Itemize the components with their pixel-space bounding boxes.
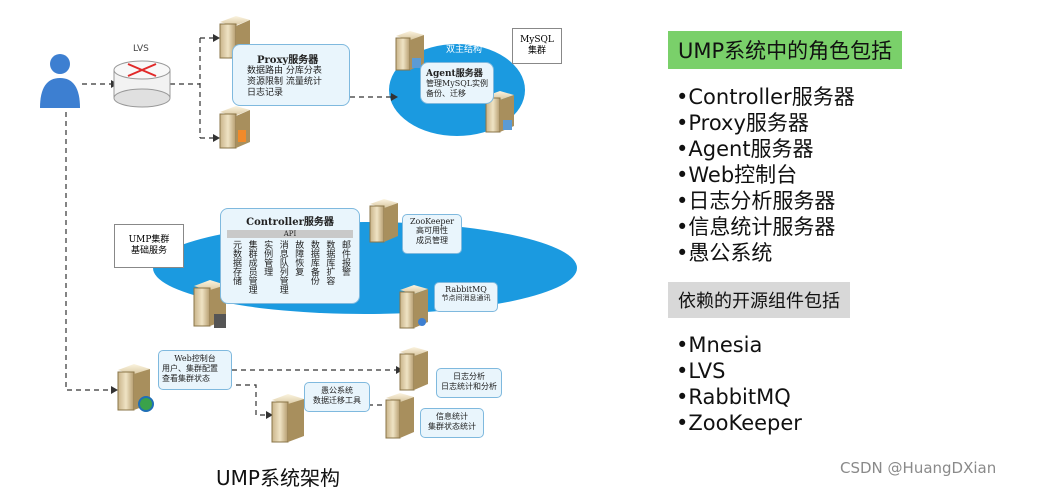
mysql-line-2: 集群	[527, 46, 546, 56]
yugong-system-box: 愚公系统 数据迁移工具	[304, 382, 370, 412]
zookeeper-box: ZooKeeper 高可用性 成员管理	[402, 214, 462, 254]
proxy-server-box: Proxy服务器 数据路由 分库分表 资源限制 流量统计 日志记录	[232, 44, 350, 106]
dep-item-lvs: LVS	[676, 358, 802, 384]
mysql-line-1: MySQL	[520, 35, 554, 45]
stats-line-1: 集群状态统计	[428, 422, 476, 431]
controller-col-1: 元数据存储	[231, 240, 241, 285]
user-icon	[40, 54, 80, 108]
log-line-1: 日志统计和分析	[441, 382, 497, 391]
log-analysis-box: 日志分析 日志统计和分析	[436, 368, 502, 398]
controller-col-5: 故障恢复	[293, 240, 304, 276]
role-item-web: Web控制台	[676, 162, 855, 188]
controller-col-2: 集群成员管理	[246, 240, 257, 294]
web-console-box: Web控制台 用户、集群配置 查看集群状态	[158, 350, 232, 390]
zookeeper-line-2: 成员管理	[416, 236, 448, 245]
web-line-1: 用户、集群配置	[162, 364, 218, 373]
server-icon-web	[117, 364, 154, 412]
server-icon-zookeeper	[369, 199, 398, 243]
role-item-proxy: Proxy服务器	[676, 110, 855, 136]
rabbitmq-line-1: 节点间消息通讯	[441, 294, 491, 302]
controller-col-3: 实例管理	[262, 240, 273, 276]
router-icon	[113, 60, 171, 108]
server-icon-log	[399, 347, 428, 391]
role-item-stats: 信息统计服务器	[676, 214, 855, 240]
proxy-title: Proxy服务器	[257, 55, 319, 66]
watermark: CSDN @HuangDXian	[840, 459, 997, 477]
zookeeper-title: ZooKeeper	[409, 217, 455, 226]
yugong-line-1: 数据迁移工具	[313, 396, 361, 405]
controller-server-box: Controller服务器 API 元数据存储 集群成员管理 实例管理 消息队列…	[220, 208, 360, 304]
controller-title: Controller服务器	[246, 217, 334, 228]
roles-heading: UMP系统中的角色包括	[668, 31, 903, 69]
agent-line-2: 备份、迁移	[426, 89, 466, 98]
agent-line-1: 管理MySQL实例	[426, 79, 489, 88]
controller-col-6: 数据库备份	[308, 240, 319, 285]
rabbitmq-title: RabbitMQ	[445, 285, 487, 294]
log-title: 日志分析	[453, 372, 485, 381]
agent-title: Agent服务器	[426, 69, 483, 79]
server-icon-rabbitmq	[399, 285, 428, 329]
server-icon-agent-2	[485, 91, 514, 133]
diagram-caption: UMP系统架构	[216, 466, 340, 490]
role-item-yugong: 愚公系统	[676, 240, 855, 266]
proxy-line-3: 日志记录	[247, 88, 284, 98]
cluster-line-1: UMP集群	[128, 235, 170, 245]
role-item-log: 日志分析服务器	[676, 188, 855, 214]
dep-item-mnesia: Mnesia	[676, 332, 802, 358]
stats-title: 信息统计	[436, 412, 468, 421]
controller-col-8: 邮件报警	[339, 240, 350, 276]
dep-item-zookeeper: ZooKeeper	[676, 410, 802, 436]
zookeeper-line-1: 高可用性	[416, 226, 448, 235]
server-icon-stats	[385, 393, 414, 439]
controller-col-4: 消息队列管理	[277, 240, 288, 294]
role-item-controller: Controller服务器	[676, 84, 854, 110]
info-stats-box: 信息统计 集群状态统计	[420, 408, 484, 438]
ump-cluster-box: UMP集群 基础服务	[114, 224, 184, 268]
mysql-cluster-box: MySQL 集群	[512, 28, 562, 64]
role-item-agent: Agent服务器	[676, 136, 855, 162]
controller-col-7: 数据库扩容	[324, 240, 335, 285]
controller-columns: 元数据存储 集群成员管理 实例管理 消息队列管理 故障恢复 数据库备份 数据库扩…	[227, 240, 353, 294]
controller-api-bar: API	[227, 230, 353, 238]
server-icon-yugong	[271, 394, 304, 443]
server-icon-proxy-2	[219, 106, 250, 149]
proxy-line-2: 资源限制 流量统计	[247, 77, 322, 87]
web-line-2: 查看集群状态	[162, 374, 210, 383]
roles-list: Controller服务器 Proxy服务器 Agent服务器 Web控制台 日…	[676, 84, 855, 266]
rabbitmq-box: RabbitMQ 节点间消息通讯	[434, 282, 498, 312]
server-icon-agent-1	[395, 31, 424, 71]
deps-list: Mnesia LVS RabbitMQ ZooKeeper	[676, 332, 802, 436]
deps-heading: 依赖的开源组件包括	[668, 282, 850, 318]
lvs-label: LVS	[133, 44, 149, 54]
dual-master-label: 双主结构	[446, 45, 483, 55]
proxy-line-1: 数据路由 分库分表	[247, 66, 322, 76]
agent-server-box: Agent服务器 管理MySQL实例 备份、迁移	[420, 62, 494, 104]
yugong-title: 愚公系统	[321, 386, 353, 395]
web-title: Web控制台	[174, 354, 216, 363]
dep-item-rabbitmq: RabbitMQ	[676, 384, 802, 410]
cluster-line-2: 基础服务	[130, 246, 167, 256]
